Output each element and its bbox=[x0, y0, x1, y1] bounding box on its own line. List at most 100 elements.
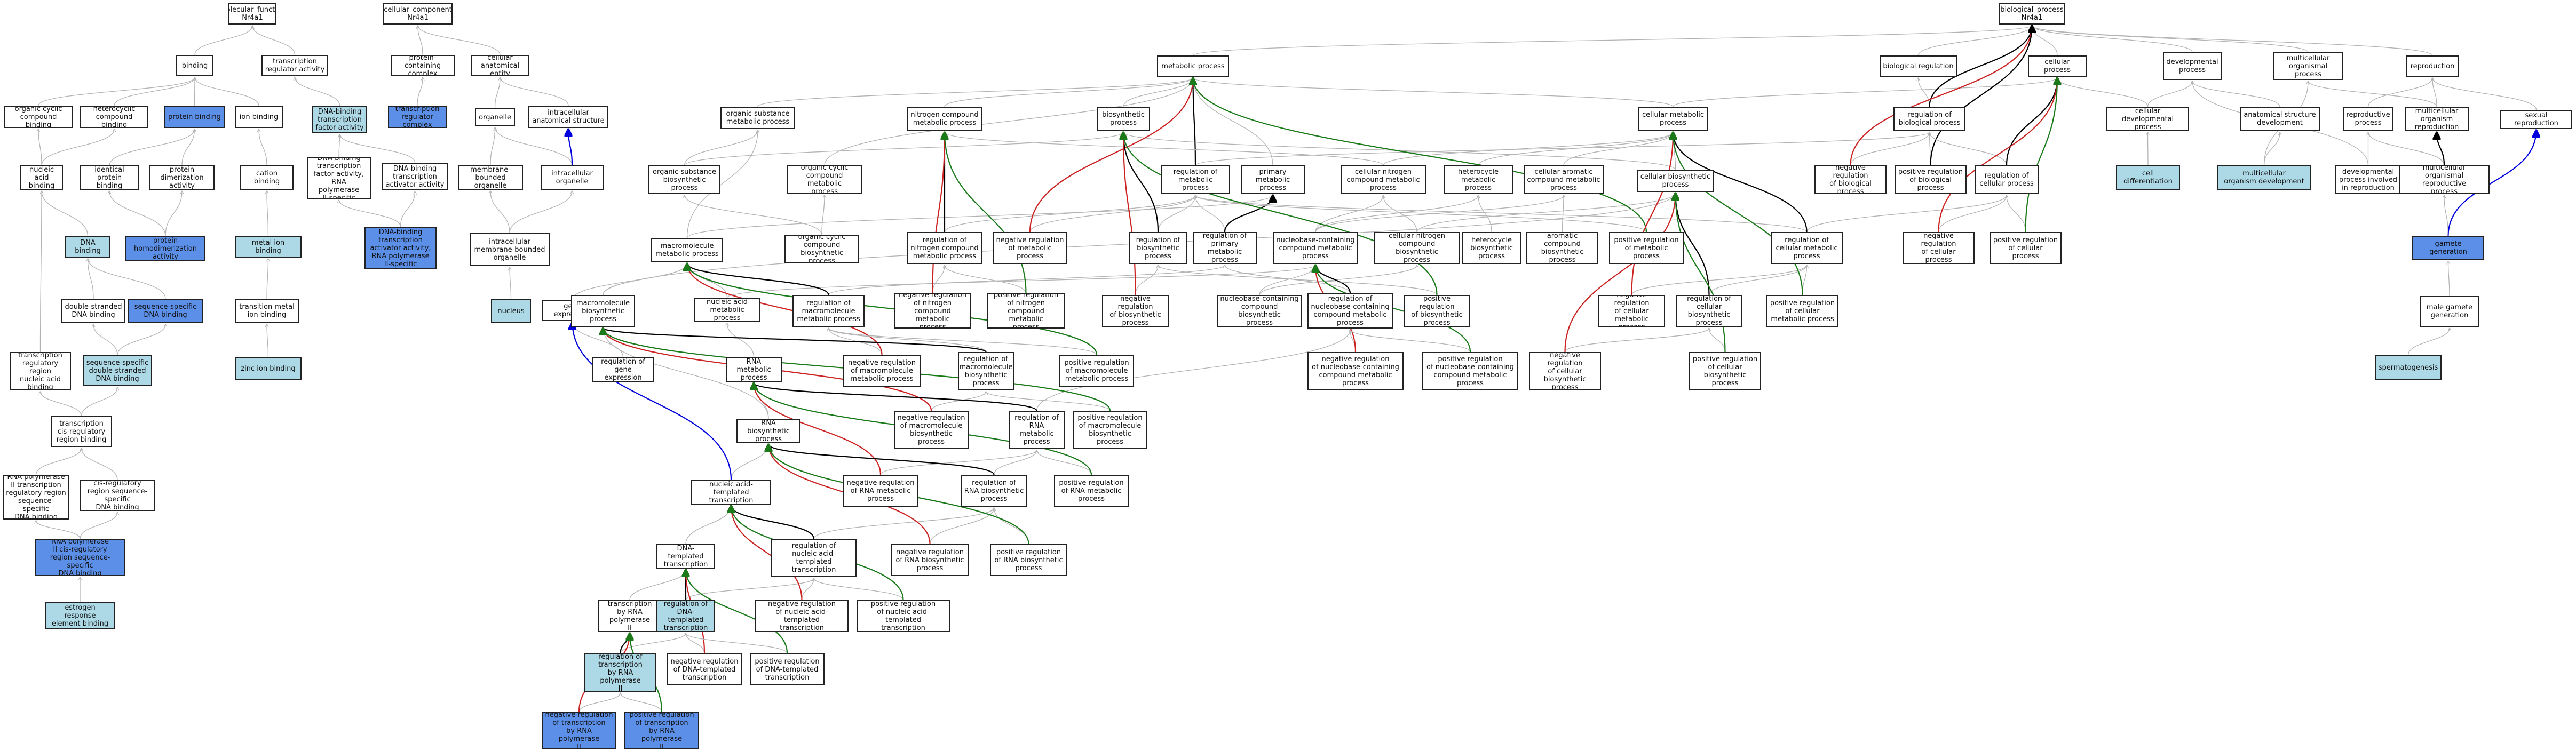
go-term-rmp[interactable]: regulation of metabolic process bbox=[1161, 165, 1230, 194]
go-term-rcbp[interactable]: regulation of cellular biosynthetic proc… bbox=[1676, 295, 1742, 327]
go-term-nrcbp[interactable]: negative regulation of cellular biosynth… bbox=[1529, 352, 1601, 390]
go-term-rnatt[interactable]: regulation of nucleic acid-templated tra… bbox=[771, 539, 857, 577]
go-term-prmbp[interactable]: positive regulation of macromolecule bio… bbox=[1073, 411, 1147, 449]
go-term-spermatogenesis[interactable]: spermatogenesis bbox=[2375, 355, 2442, 380]
go-term-nrbp[interactable]: negative regulation of biological proces… bbox=[1814, 165, 1887, 194]
go-term-prdnatt[interactable]: positive regulation of DNA-templated tra… bbox=[750, 653, 825, 685]
go-term-nrbiosp[interactable]: negative regulation of biosynthetic proc… bbox=[1102, 295, 1169, 327]
go-term-nrncmp[interactable]: negative regulation of nitrogen compound… bbox=[894, 293, 971, 329]
go-term-rdnatt[interactable]: regulation of DNA-templated transcriptio… bbox=[656, 600, 715, 632]
go-term-rrnamp[interactable]: regulation of RNA metabolic process bbox=[1009, 411, 1065, 449]
go-term-dbtaarna[interactable]: DNA-binding transcription activator acti… bbox=[364, 227, 437, 269]
go-term-nucleus[interactable]: nucleus bbox=[491, 299, 531, 323]
go-term-cdevp[interactable]: cellular developmental process bbox=[2106, 107, 2189, 131]
go-term-phda[interactable]: protein homodimerization activity bbox=[125, 236, 205, 261]
go-term-rge[interactable]: regulation of gene expression bbox=[592, 357, 654, 382]
go-term-prbiosp[interactable]: positive regulation of biosynthetic proc… bbox=[1404, 295, 1470, 327]
go-term-osbp[interactable]: organic substance biosynthetic process bbox=[648, 165, 720, 194]
go-term-prcp[interactable]: positive regulation of cellular process bbox=[1990, 232, 2062, 264]
go-term-reprop[interactable]: reproductive process bbox=[2343, 107, 2393, 131]
go-term-nbccbp[interactable]: nucleobase-containing compound biosynthe… bbox=[1217, 295, 1302, 327]
go-term-rbp[interactable]: regulation of biological process bbox=[1893, 107, 1965, 131]
go-term-treg[interactable]: transcription regulator activity bbox=[261, 55, 328, 76]
go-term-morp[interactable]: multicellular organismal reproductive pr… bbox=[2399, 165, 2490, 194]
go-term-io[interactable]: intracellular organelle bbox=[541, 165, 604, 190]
go-term-nbcmp[interactable]: nucleobase-containing compound metabolic… bbox=[1273, 232, 1358, 264]
go-term-rpmp[interactable]: regulation of primary metabolic process bbox=[1193, 232, 1257, 264]
go-term-natt[interactable]: nucleic acid-templated transcription bbox=[691, 480, 771, 505]
go-term-cacmp[interactable]: cellular aromatic compound metabolic pro… bbox=[1524, 165, 1604, 194]
go-term-cellp[interactable]: cellular process bbox=[2028, 55, 2087, 77]
go-term-pb[interactable]: protein binding bbox=[164, 106, 225, 128]
go-term-prcbp[interactable]: positive regulation of cellular biosynth… bbox=[1689, 352, 1761, 390]
go-term-erebb[interactable]: estrogen response element binding bbox=[45, 602, 115, 629]
go-term-prmmp[interactable]: positive regulation of macromolecule met… bbox=[1059, 355, 1134, 387]
go-term-breg[interactable]: biological regulation bbox=[1880, 55, 1957, 77]
go-term-sexr[interactable]: sexual reproduction bbox=[2500, 110, 2572, 129]
go-term-pcc[interactable]: protein-containing complex bbox=[391, 55, 455, 76]
go-term-mib[interactable]: metal ion binding bbox=[235, 236, 302, 258]
go-term-occbp[interactable]: organic cyclic compound biosynthetic pro… bbox=[784, 235, 859, 263]
go-term-hcmp[interactable]: heterocycle metabolic process bbox=[1444, 165, 1513, 194]
go-term-occb[interactable]: organic cyclic compound binding bbox=[4, 106, 73, 128]
go-term-cncbp[interactable]: cellular nitrogen compound biosynthetic … bbox=[1374, 232, 1460, 264]
go-term-prtrnapol[interactable]: positive regulation of transcription by … bbox=[624, 712, 699, 749]
go-term-zib[interactable]: zinc ion binding bbox=[235, 357, 302, 380]
go-term-nrtrnapol[interactable]: negative regulation of transcription by … bbox=[542, 712, 616, 749]
go-term-repro[interactable]: reproduction bbox=[2406, 55, 2459, 77]
go-term-nrdnatt[interactable]: negative regulation of DNA-templated tra… bbox=[667, 653, 742, 685]
go-term-rbiosp[interactable]: regulation of biosynthetic process bbox=[1129, 232, 1187, 264]
go-term-prnatt[interactable]: positive regulation of nucleic acid-temp… bbox=[857, 600, 950, 632]
go-term-dbtaa[interactable]: DNA-binding transcription activator acti… bbox=[382, 163, 448, 190]
go-term-pda[interactable]: protein dimerization activity bbox=[149, 165, 215, 190]
go-term-catb[interactable]: cation binding bbox=[240, 165, 294, 190]
go-term-trc[interactable]: transcription regulator complex bbox=[388, 106, 447, 128]
go-term-male[interactable]: male gamete generation bbox=[2420, 296, 2479, 327]
go-term-ias[interactable]: intracellular anatomical structure bbox=[528, 106, 608, 128]
go-term-rnamp[interactable]: RNA metabolic process bbox=[726, 357, 782, 382]
go-term-prmp[interactable]: positive regulation of metabolic process bbox=[1609, 232, 1684, 264]
go-term-tmib[interactable]: transition metal ion binding bbox=[235, 299, 299, 323]
go-term-dnatt[interactable]: DNA-templated transcription bbox=[656, 544, 715, 569]
go-term-nrmp[interactable]: negative regulation of metabolic process bbox=[993, 232, 1067, 264]
go-term-rmmp[interactable]: regulation of macromolecule metabolic pr… bbox=[792, 295, 865, 327]
go-term-mbo[interactable]: membrane-bounded organelle bbox=[458, 165, 523, 190]
go-term-dbtfrna[interactable]: DNA-binding transcription factor activit… bbox=[307, 157, 371, 199]
go-term-cae[interactable]: cellular anatomical entity bbox=[471, 55, 529, 76]
go-term-nrnatt[interactable]: negative regulation of nucleic acid-temp… bbox=[755, 600, 849, 632]
go-term-dpir[interactable]: developmental process involved in reprod… bbox=[2335, 165, 2401, 194]
go-term-cbp[interactable]: cellular biosynthetic process bbox=[1637, 170, 1714, 192]
go-term-nrnbcmp[interactable]: negative regulation of nucleobase-contai… bbox=[1307, 352, 1404, 390]
go-term-nrrnamp[interactable]: negative regulation of RNA metabolic pro… bbox=[843, 475, 918, 507]
go-term-nrrnabp[interactable]: negative regulation of RNA biosynthetic … bbox=[891, 544, 969, 576]
go-term-ncmp[interactable]: nitrogen compound metabolic process bbox=[907, 107, 982, 131]
go-term-mor[interactable]: multicellular organism reproduction bbox=[2405, 107, 2469, 131]
go-term-hcb[interactable]: heterocyclic compound binding bbox=[80, 106, 148, 128]
go-term-dbtfa[interactable]: DNA-binding transcription factor activit… bbox=[312, 106, 367, 133]
go-term-nrmmp[interactable]: negative regulation of macromolecule met… bbox=[843, 355, 921, 387]
go-term-organelle[interactable]: organelle bbox=[475, 108, 515, 126]
go-term-mod[interactable]: multicellular organism development bbox=[2217, 165, 2311, 190]
go-term-prrnamp[interactable]: positive regulation of RNA metabolic pro… bbox=[1054, 475, 1129, 507]
go-term-pmp[interactable]: primary metabolic process bbox=[1241, 165, 1305, 194]
go-term-namp[interactable]: nucleic acid metabolic process bbox=[694, 298, 760, 322]
go-term-cmp[interactable]: cellular metabolic process bbox=[1638, 107, 1708, 131]
go-term-rnabp[interactable]: RNA biosynthetic process bbox=[736, 419, 800, 443]
go-term-mbp[interactable]: macromolecule biosynthetic process bbox=[571, 295, 635, 327]
go-term-rcp[interactable]: regulation of cellular process bbox=[1975, 165, 2039, 194]
go-term-asd[interactable]: anatomical structure development bbox=[2240, 107, 2320, 131]
go-term-osmp[interactable]: organic substance metabolic process bbox=[720, 107, 795, 129]
go-term-ssdsdb[interactable]: sequence-specific double-stranded DNA bi… bbox=[83, 355, 152, 386]
go-term-rncmp[interactable]: regulation of nitrogen compound metaboli… bbox=[907, 232, 982, 264]
go-term-rrnabp[interactable]: regulation of RNA biosynthetic process bbox=[961, 475, 1027, 507]
go-term-ssdb[interactable]: sequence-specific DNA binding bbox=[128, 299, 203, 323]
go-term-mop[interactable]: multicellular organismal process bbox=[2273, 52, 2343, 80]
go-term-rmbp[interactable]: regulation of macromolecule biosynthetic… bbox=[958, 352, 1014, 390]
go-term-bp[interactable]: biological_process Nr4a1 bbox=[1999, 3, 2065, 25]
go-term-rpiitrr[interactable]: RNA polymerase II transcription regulato… bbox=[3, 475, 69, 520]
go-term-ionb[interactable]: ion binding bbox=[235, 106, 283, 128]
go-term-metp[interactable]: metabolic process bbox=[1157, 55, 1229, 77]
go-term-celldiff[interactable]: cell differentiation bbox=[2116, 165, 2180, 190]
go-term-rtrnapol[interactable]: regulation of transcription by RNA polym… bbox=[584, 653, 656, 692]
go-term-mf[interactable]: molecular_function Nr4a1 bbox=[228, 3, 276, 25]
